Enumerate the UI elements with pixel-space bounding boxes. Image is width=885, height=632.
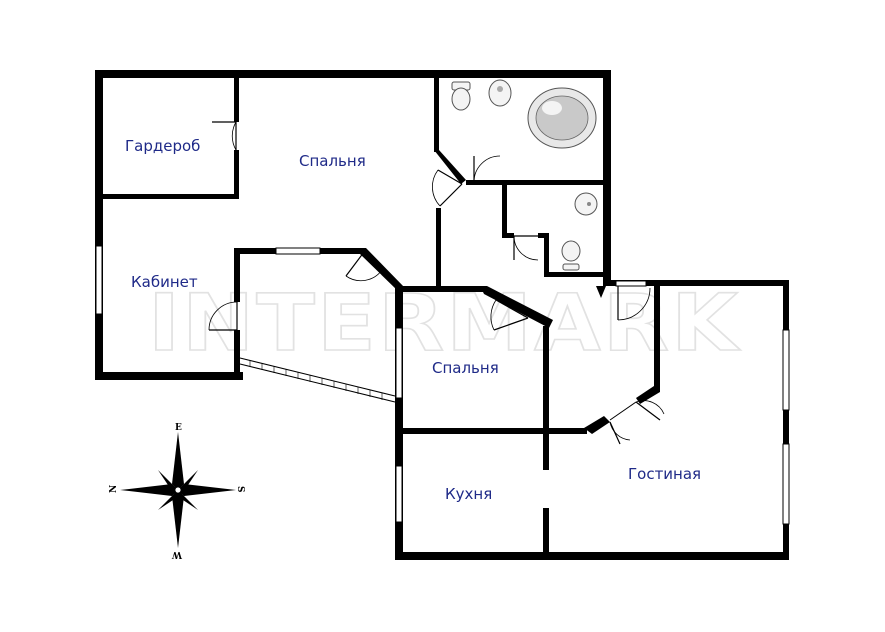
exterior-walls (95, 70, 789, 560)
sink-icon (574, 192, 598, 216)
room-label-kitchen: Кухня (445, 485, 492, 503)
wc-toilet-icon (561, 240, 581, 271)
doors (208, 121, 665, 445)
watermark: INTERMARK (148, 279, 741, 369)
compass-right: S (235, 486, 245, 493)
compass-rose-icon: E N S W (109, 423, 245, 559)
door-balcony (345, 251, 383, 282)
door-living-hall (617, 286, 651, 321)
door-wc (513, 235, 539, 261)
door-bedroom-middle (490, 299, 529, 331)
door-bedroom-top (431, 169, 463, 207)
interior-walls (103, 78, 660, 560)
compass-top: E (175, 423, 182, 433)
door-living-double (609, 400, 665, 445)
room-label-wardrobe: Гардероб (125, 137, 200, 155)
door-wardrobe (212, 121, 237, 151)
room-labels: Гардероб Спальня Кабинет Спальня Кухня Г… (125, 137, 701, 503)
bathroom-fixtures (451, 79, 598, 271)
compass-left: N (109, 485, 119, 493)
room-label-study: Кабинет (131, 273, 198, 291)
toilet-icon (451, 81, 471, 111)
room-label-bedroom-middle: Спальня (432, 359, 499, 377)
door-study (208, 301, 238, 331)
room-label-bedroom-top: Спальня (299, 152, 366, 170)
bidet-icon (488, 79, 512, 107)
door-bathroom (473, 155, 502, 183)
balcony-railing (239, 357, 396, 403)
windows (95, 245, 790, 525)
room-label-living-room: Гостиная (628, 465, 701, 483)
compass-bottom: W (171, 549, 183, 559)
bathtub-icon (527, 87, 597, 149)
